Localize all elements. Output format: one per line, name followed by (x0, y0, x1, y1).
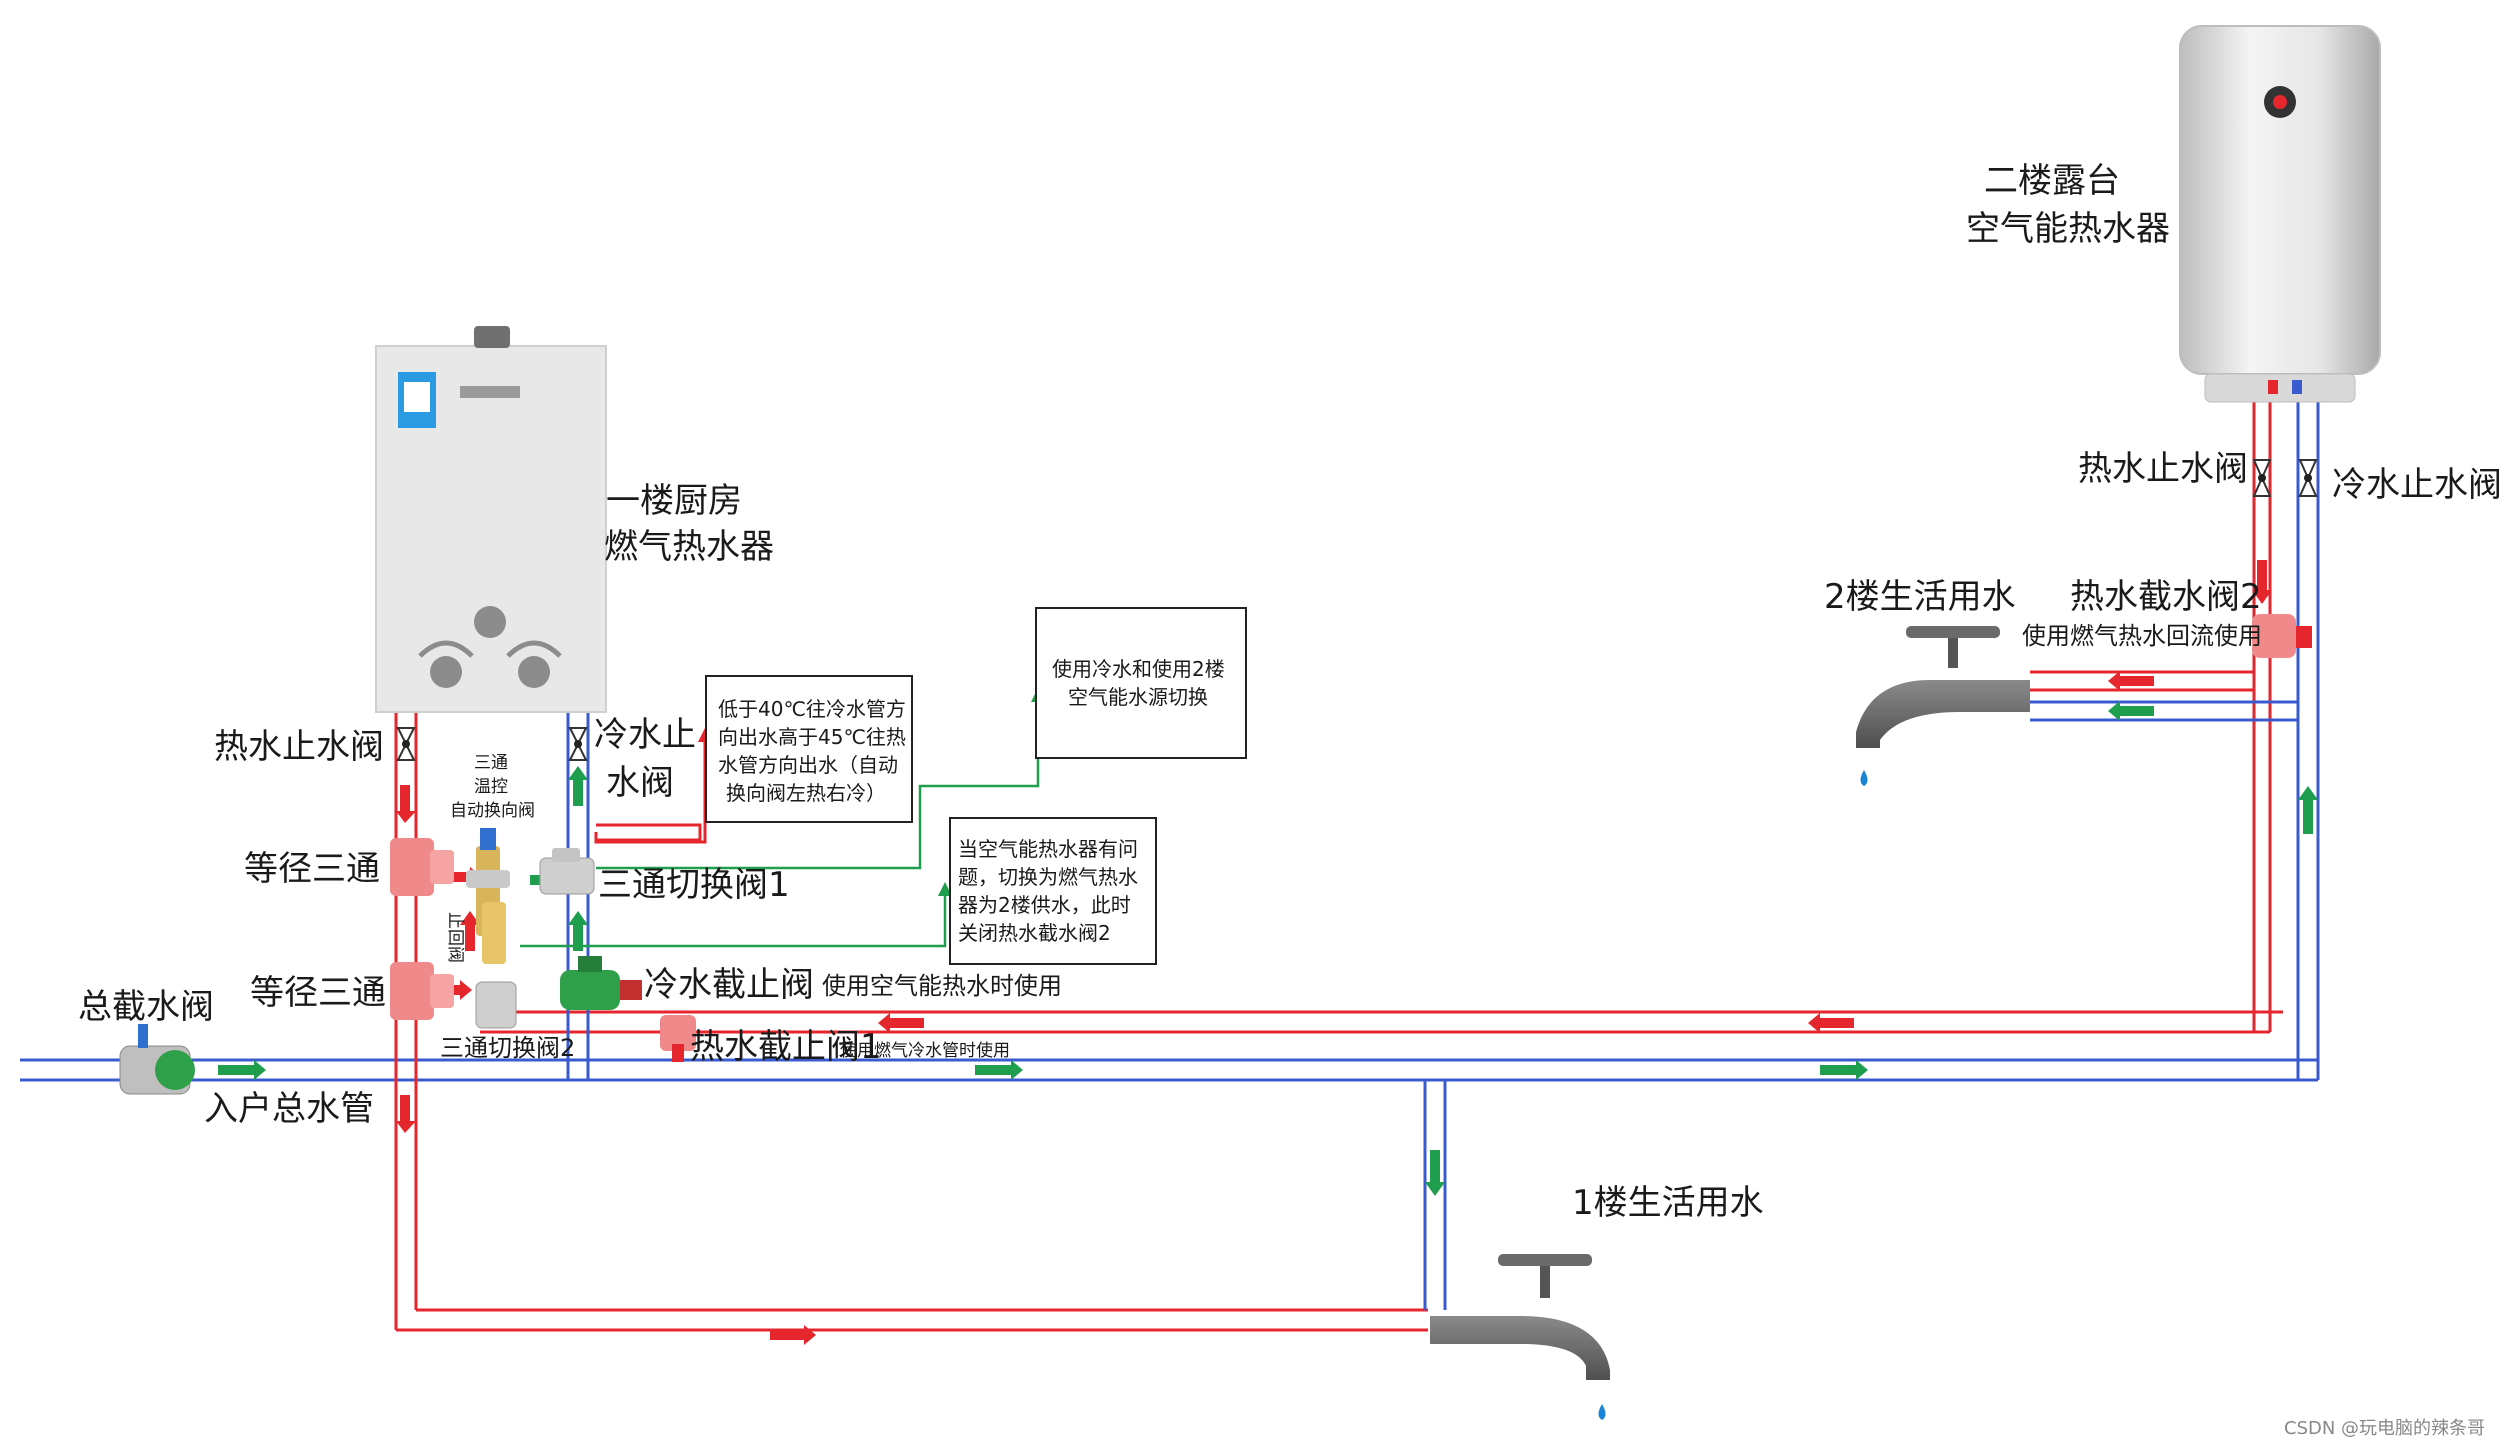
thermo-valve-label-3: 自动换向阀 (450, 801, 535, 821)
note-fault-box (949, 817, 1157, 965)
air-energy-water-heater (2179, 25, 2381, 403)
faucet-1f-label: 1楼生活用水 (1572, 1183, 1764, 1223)
switch-valve-2-label: 三通切换阀2 (440, 1034, 575, 1062)
main-shutoff-valve-icon (119, 1024, 195, 1095)
equal-tee-1-icon (390, 838, 454, 896)
faucet-2f-label: 2楼生活用水 (1824, 577, 2016, 617)
equal-tee-1-label: 等径三通 (244, 849, 380, 889)
fault-note-line-1: 当空气能热水器有问 (958, 837, 1138, 861)
hot-stop-valve-right-label: 热水止水阀 (2078, 449, 2248, 489)
watermark: CSDN @玩电脑的辣条哥 (2284, 1418, 2485, 1439)
air-heater-label-1: 二楼露台 (1984, 161, 2120, 201)
switch-valve-1-label: 三通切换阀1 (598, 865, 790, 905)
thermo-valve-label-2: 温控 (474, 777, 508, 797)
thermo-valve-label-1: 三通 (474, 753, 508, 773)
switch-valve-1-icon (539, 848, 595, 895)
switch-note-line-2: 空气能水源切换 (1068, 685, 1208, 709)
faucet-2f-icon (1856, 626, 2030, 786)
flow-arrows (218, 560, 2318, 1345)
thermo-note-line-2: 向出水高于45℃往热 (718, 725, 906, 749)
cold-cut-usage-label: 使用空气能热水时使用 (822, 972, 1062, 1000)
faucet-1f-icon (1430, 1254, 1610, 1420)
equal-tee-2-icon (390, 962, 454, 1020)
fault-note-line-2: 题，切换为燃气热水 (958, 865, 1138, 889)
fault-note-line-4: 关闭热水截水阀2 (958, 921, 1111, 945)
air-heater-label-2: 空气能热水器 (1966, 209, 2170, 249)
hot-stop-valve-right-icon (2252, 459, 2272, 497)
check-valve-icon (482, 902, 506, 964)
inlet-pipe-label: 入户总水管 (204, 1089, 374, 1129)
hot-stop-valve-left-icon (396, 727, 416, 761)
thermo-note-line-1: 低于40℃往冷水管方 (718, 697, 906, 721)
fittings (119, 459, 2318, 1095)
gas-heater-label-2: 燃气热水器 (604, 527, 774, 567)
hot-stop-valve-left-label: 热水止水阀 (214, 727, 384, 767)
gas-heater-label-1: 一楼厨房 (606, 481, 742, 521)
cold-stop-valve-left-icon (568, 727, 588, 761)
hot-cut-valve-1-icon (660, 1015, 696, 1062)
hot-cut-valve-1-usage: 使用燃气冷水管时使用 (840, 1040, 1010, 1061)
hot-cut-valve-2-usage: 使用燃气热水回流使用 (2022, 622, 2262, 650)
hot-cut-valve-2-icon (2252, 614, 2312, 658)
thermo-note-line-4: 换向阀左热右冷） (726, 781, 886, 805)
cold-stop-valve-left-label-2: 水阀 (606, 763, 674, 803)
hot-cut-valve-2-label: 热水截水阀2 (2070, 577, 2262, 617)
flow-arrow (218, 1065, 254, 1075)
fault-note-line-3: 器为2楼供水，此时 (958, 893, 1131, 917)
cold-cut-valve-label: 冷水截止阀 (644, 965, 814, 1005)
cold-stop-valve-right-icon (2298, 459, 2318, 497)
switch-valve-2-icon (475, 981, 517, 1029)
thermo-note-line-3: 水管方向出水（自动 (718, 753, 898, 777)
note-thermo-box (705, 675, 913, 823)
note-switch-box (1035, 607, 1247, 759)
switch-note-line-1: 使用冷水和使用2楼 (1052, 657, 1225, 681)
text-labels: 一楼厨房 燃气热水器 二楼露台 空气能热水器 热水止水阀 冷水止 水阀 三通 温… (78, 161, 2502, 1439)
cold-stop-valve-right-label: 冷水止水阀 (2332, 465, 2502, 505)
equal-tee-2-label: 等径三通 (250, 973, 386, 1013)
cold-stop-valve-left-label-1: 冷水止 (594, 715, 696, 755)
gas-water-heater (375, 326, 607, 713)
check-valve-label: 止回阀 (445, 912, 465, 963)
cold-cut-valve-icon (560, 956, 642, 1010)
main-valve-label: 总截水阀 (78, 987, 214, 1027)
hot-cut-valve-1-label: 热水截止阀1 (690, 1027, 882, 1067)
